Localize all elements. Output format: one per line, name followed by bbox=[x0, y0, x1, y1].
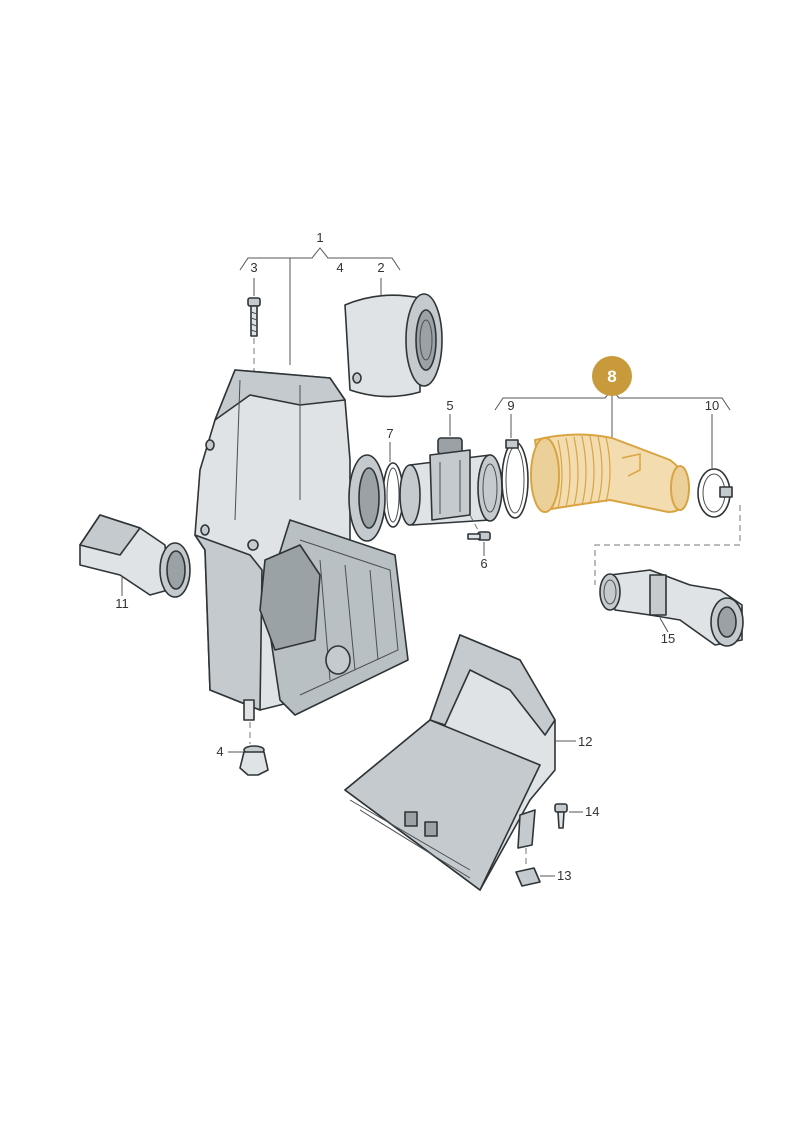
part-4-grommet bbox=[228, 722, 269, 776]
part-label-2: 2 bbox=[377, 260, 384, 275]
part-2-filter-element bbox=[344, 278, 443, 398]
part-label-8: 8 bbox=[607, 367, 616, 386]
group-bracket-1 bbox=[239, 247, 401, 365]
part-label-10: 10 bbox=[705, 398, 719, 413]
part-8-badge: 8 bbox=[592, 356, 632, 396]
part-12-air-guide bbox=[344, 634, 576, 891]
group-bracket-8 bbox=[494, 389, 731, 440]
part-label-7: 7 bbox=[386, 426, 393, 441]
part-11-intake-duct bbox=[79, 514, 191, 598]
part-label-12: 12 bbox=[578, 734, 592, 749]
part-label-4: 4 bbox=[216, 744, 223, 759]
part-label-14: 14 bbox=[585, 804, 599, 819]
part-5-air-mass-meter bbox=[399, 414, 503, 526]
part-label-5: 5 bbox=[446, 398, 453, 413]
part-10-clamp bbox=[594, 414, 741, 585]
part-label-3: 3 bbox=[250, 260, 257, 275]
part-6-screw bbox=[467, 514, 491, 556]
part-label-9: 9 bbox=[507, 398, 514, 413]
part-8-intake-hose bbox=[530, 433, 690, 513]
part-1-air-filter-housing bbox=[194, 369, 409, 721]
part-label-13: 13 bbox=[557, 868, 571, 883]
part-label-1: 1 bbox=[316, 230, 323, 245]
part-label-11: 11 bbox=[115, 596, 129, 611]
part-label-6: 6 bbox=[480, 556, 487, 571]
part-9-hose-clamp bbox=[501, 414, 529, 519]
part-13-clip-nut bbox=[515, 848, 555, 887]
part-label-15: 15 bbox=[661, 631, 675, 646]
part-14-screw bbox=[554, 803, 583, 829]
part-label-4-group: 4 bbox=[336, 260, 343, 275]
part-15-pipe bbox=[599, 569, 744, 647]
